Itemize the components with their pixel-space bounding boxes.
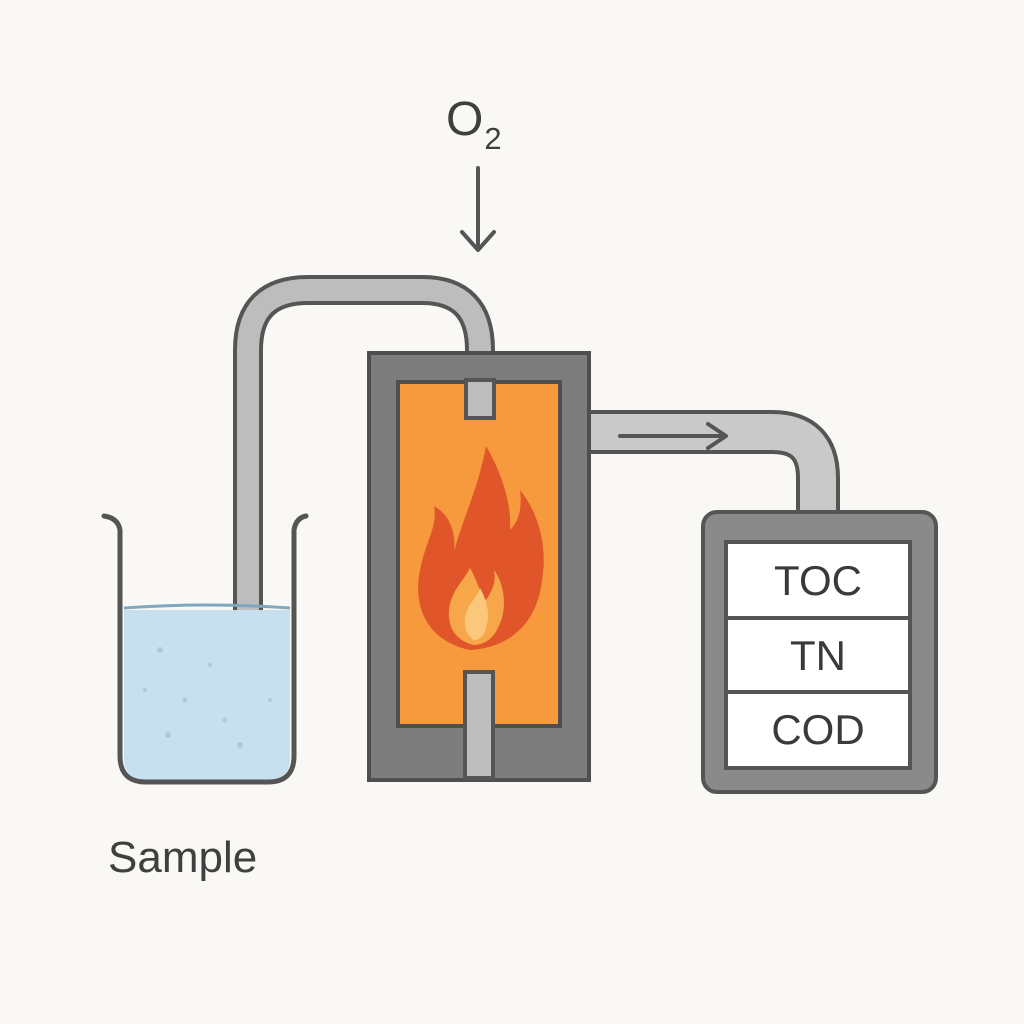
analyzer-unit xyxy=(701,510,938,794)
analyzer-row-tn: TN xyxy=(790,632,846,679)
furnace xyxy=(367,351,591,782)
oxygen-label: O2 xyxy=(446,93,502,155)
output-tube xyxy=(560,410,840,512)
arrow-down-icon xyxy=(460,166,496,252)
liquid-bubbles xyxy=(143,647,272,748)
oxygen-subscript: 2 xyxy=(484,121,502,156)
oxygen-symbol: O xyxy=(446,93,484,146)
analyzer-row-toc: TOC xyxy=(774,557,862,604)
analyzer-row-cod: COD xyxy=(771,706,865,753)
arrow-right-icon xyxy=(618,422,728,450)
flame-icon xyxy=(418,446,544,650)
beaker-icon xyxy=(101,513,309,785)
sample-label: Sample xyxy=(108,833,258,882)
